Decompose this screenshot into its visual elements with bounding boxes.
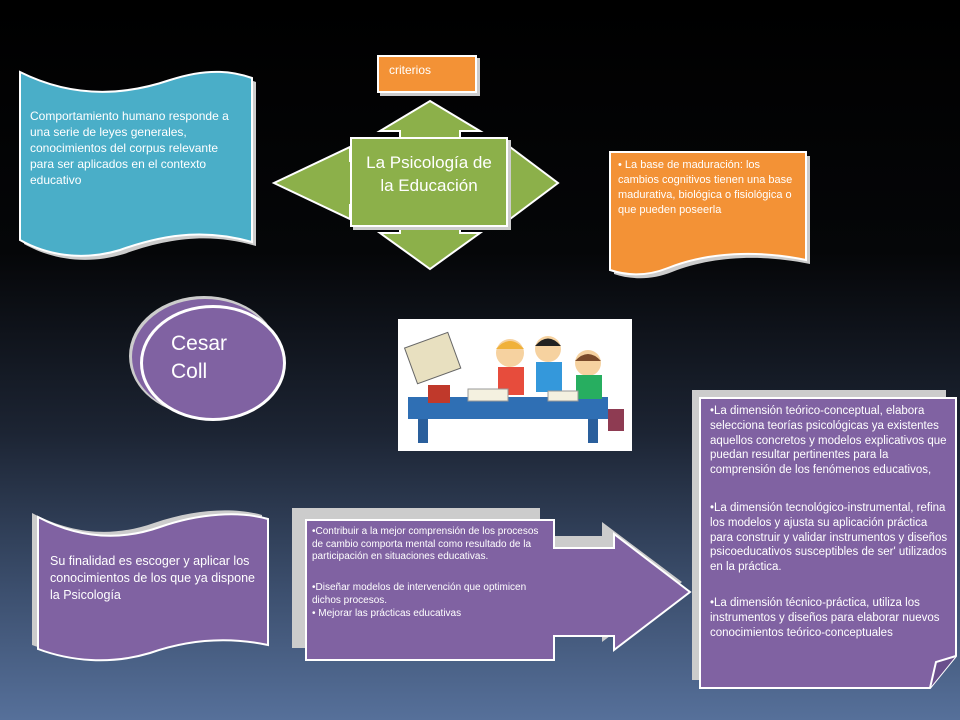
bottom-right-note: •La dimensión teórico-conceptual, elabor… (690, 388, 958, 692)
document-shape (609, 151, 810, 279)
left-top-scroll: Comportamiento humano responde a una ser… (10, 62, 260, 262)
scroll-shape (19, 70, 256, 260)
arrow-callout-shape (292, 508, 692, 661)
note-shape (692, 390, 957, 689)
bottom-right-item-2: •La dimensión tecnológico-instrumental, … (710, 502, 948, 574)
illustration-svg (403, 331, 624, 443)
bottom-left-text: Su finalidad es escoger y aplicar los co… (50, 554, 255, 602)
bottom-left-scroll: Su finalidad es escoger y aplicar los co… (30, 505, 280, 665)
right-top-document: • La base de maduración: los cambios cog… (608, 150, 813, 280)
author-line1: Cesar (171, 332, 228, 355)
children-studying-illustration (398, 319, 632, 451)
author-line2: Coll (171, 360, 208, 383)
center-box (350, 137, 508, 227)
bottom-middle-item-1: •Contribuir a la mejor comprensión de lo… (312, 526, 539, 562)
criterios-box: criterios (377, 55, 477, 93)
author-circle: Cesar Coll (140, 305, 286, 421)
bottom-right-item-3: •La dimensión técnico-práctica, utiliza … (710, 597, 940, 639)
bottom-right-item-1: •La dimensión teórico-conceptual, elabor… (710, 405, 947, 477)
center-label: La Psicología de la Educación (366, 153, 492, 195)
bottom-middle-arrow-callout: •Contribuir a la mejor comprensión de lo… (292, 508, 694, 664)
scroll-shape (32, 510, 269, 662)
right-top-text: • La base de maduración: los cambios cog… (618, 159, 793, 216)
four-way-arrow: La Psicología de la Educación (270, 95, 590, 275)
bottom-middle-item-2: •Diseñar modelos de intervención que opt… (312, 582, 527, 606)
criterios-label: criterios (389, 63, 432, 77)
bottom-middle-item-3: • Mejorar las prácticas educativas (312, 608, 462, 619)
left-top-text: Comportamiento humano responde a una ser… (30, 109, 229, 187)
